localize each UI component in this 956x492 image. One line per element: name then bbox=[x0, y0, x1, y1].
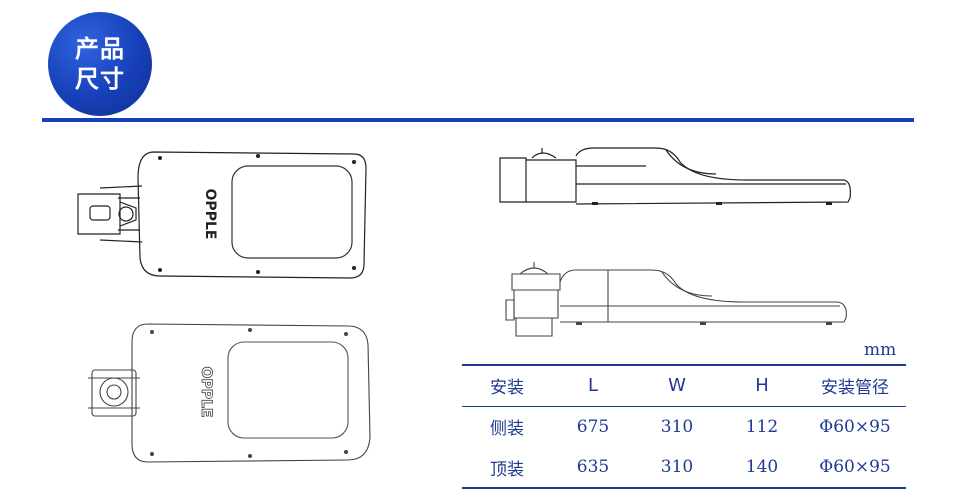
cell-pipe-diameter: Φ60×95 bbox=[819, 416, 891, 437]
cell-width: 310 bbox=[660, 416, 694, 437]
side-view-side-mount bbox=[496, 140, 856, 205]
logo-text-top: OPPLE bbox=[202, 189, 218, 240]
badge-line-1: 产品 bbox=[75, 35, 125, 63]
dimension-table: 安装 L W H 安装管径 侧装 675 310 112 Φ60×95 顶装 6… bbox=[462, 364, 906, 489]
table-row: 顶装 635 310 140 Φ60×95 bbox=[462, 447, 906, 489]
table-row: 侧装 675 310 112 Φ60×95 bbox=[462, 406, 906, 447]
top-view-top-mount: OPPLE bbox=[82, 320, 376, 466]
cell-length: 635 bbox=[552, 447, 634, 489]
cell-width: 310 bbox=[634, 447, 720, 489]
cell-pipe-diameter: Φ60×95 bbox=[804, 447, 906, 489]
top-view-side-mount: OPPLE bbox=[74, 144, 374, 284]
cell-mount-type: 侧装 bbox=[490, 419, 524, 440]
header-height: H bbox=[720, 364, 804, 407]
logo-text-bottom: OPPLE bbox=[198, 367, 214, 418]
cell-height: 140 bbox=[720, 447, 804, 489]
header-pipe-diameter: 安装管径 bbox=[804, 364, 906, 407]
cell-height: 112 bbox=[745, 416, 779, 437]
cell-mount-type: 顶装 bbox=[462, 447, 552, 489]
badge-line-2: 尺寸 bbox=[75, 65, 125, 93]
unit-label: mm bbox=[864, 340, 897, 360]
cell-length: 675 bbox=[576, 416, 610, 437]
header-mount-type: 安装 bbox=[462, 364, 552, 407]
side-view-top-mount bbox=[500, 256, 856, 340]
table-header-row: 安装 L W H 安装管径 bbox=[462, 364, 906, 407]
section-badge: 产品 尺寸 bbox=[48, 12, 152, 116]
header-length: L bbox=[552, 364, 634, 407]
header-divider bbox=[42, 118, 914, 122]
header-width: W bbox=[634, 364, 720, 407]
